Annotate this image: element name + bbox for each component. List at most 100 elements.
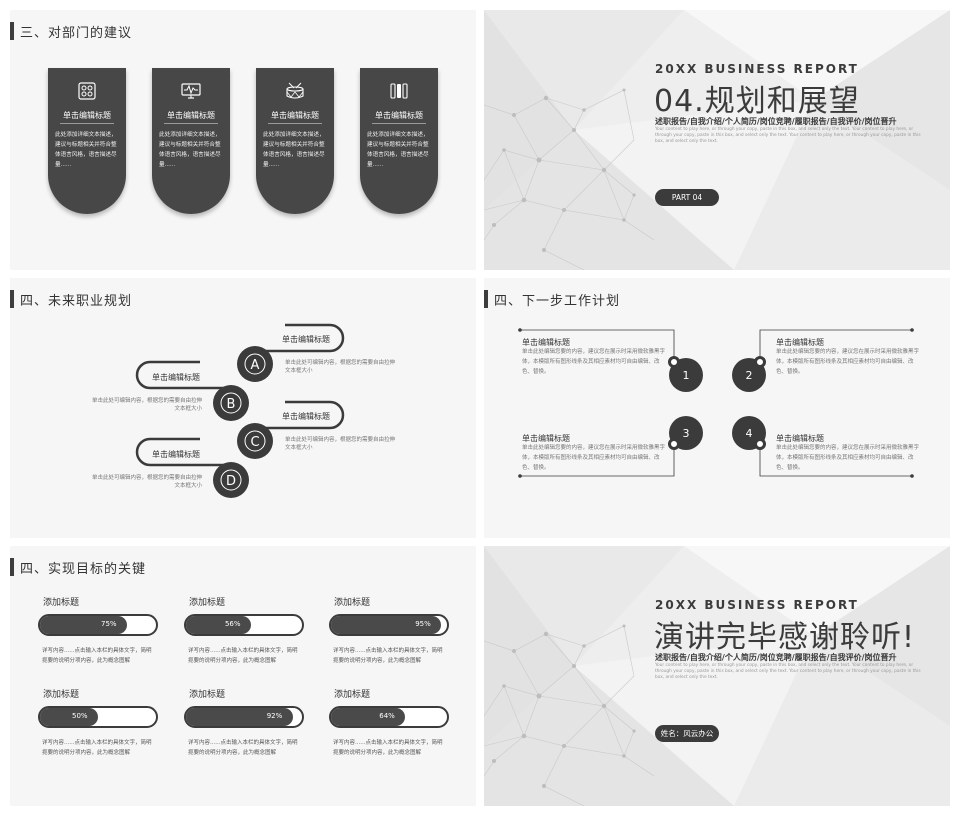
kpi-title: 添加标题 bbox=[189, 598, 226, 608]
kpi-title: 添加标题 bbox=[43, 690, 80, 700]
kpi-block: 添加标题 56% 详写内容......点击输入本栏的具体文字，简明扼要的说明分项… bbox=[184, 595, 304, 666]
suggestion-card[interactable]: 单击编辑标题 此处添加详细文本描述，建议与标题相关并符合整体语言风格，语言描述尽… bbox=[256, 68, 334, 214]
card-divider bbox=[268, 123, 322, 124]
slide-title-text: 四、未来职业规划 bbox=[20, 293, 133, 309]
plan-text: 单击此处编辑您要的内容，建议您在展示时采用微软雅黑字体，本模版所有图形线条及其相… bbox=[522, 445, 666, 471]
kpi-title: 添加标题 bbox=[334, 690, 371, 700]
slide-department-suggestions[interactable]: 三、对部门的建议 单击编辑标题 此处添加详细文本描述，建议与标题相关并符合整体语… bbox=[10, 10, 476, 270]
kpi-description: 详写内容......点击输入本栏的具体文字，简明扼要的说明分项内容，此为概念图解 bbox=[188, 648, 298, 664]
milestone-text: 单击此处可编辑内容，根据您的需要自由拉伸 文本框大小 bbox=[285, 436, 395, 452]
milestone-text-line: 单击此处可编辑内容，根据您的需要自由拉伸 bbox=[91, 398, 202, 404]
milestone-title: 单击编辑标题 bbox=[152, 373, 200, 382]
milestone-text: 单击此处可编辑内容，根据您的需要自由拉伸 文本框大小 bbox=[285, 359, 395, 375]
kpi-block: 添加标题 95% 详写内容......点击输入本栏的具体文字，简明扼要的说明分项… bbox=[329, 595, 449, 666]
milestone-letter: B bbox=[227, 397, 236, 412]
slide-title-text: 三、对部门的建议 bbox=[20, 25, 133, 41]
slide-section-cover-04[interactable]: 20XX BUSINESS REPORT 04.规划和展望 述职报告/自我介绍/… bbox=[484, 10, 950, 270]
card-title: 单击编辑标题 bbox=[271, 111, 319, 120]
kpi-description: 详写内容......点击输入本栏的具体文字，简明扼要的说明分项内容，此为概念图解 bbox=[42, 648, 152, 664]
slide-title-text: 四、实现目标的关键 bbox=[20, 561, 147, 577]
plan-title: 单击编辑标题 bbox=[522, 338, 570, 347]
slide-career-plan[interactable]: 四、未来职业规划 A B C D 单击编辑标题 单击此处可编辑内容，根据您的需要… bbox=[10, 278, 476, 538]
part-badge[interactable]: PART 04 bbox=[655, 189, 719, 206]
progress-track[interactable]: 64% bbox=[329, 706, 449, 728]
presenter-name-badge[interactable]: 姓名：风云办公 bbox=[655, 725, 719, 742]
progress-value: 50% bbox=[72, 712, 88, 720]
milestone-text-line: 文本框大小 bbox=[285, 445, 313, 451]
progress-value: 95% bbox=[415, 620, 431, 628]
connector-knob bbox=[668, 356, 680, 368]
progress-fill bbox=[186, 616, 251, 634]
slide-title: 四、实现目标的关键 bbox=[10, 558, 147, 577]
milestone-text-line: 文本框大小 bbox=[174, 483, 202, 489]
progress-track[interactable]: 95% bbox=[329, 614, 449, 636]
slide-title: 三、对部门的建议 bbox=[10, 22, 133, 41]
section-subtitle: 述职报告/自我介绍/个人简历/岗位竞聘/履职报告/自我评价/岗位晋升 bbox=[655, 117, 897, 126]
placeholder-english-text: Your content to play here, or through yo… bbox=[655, 663, 921, 680]
columns-icon bbox=[390, 83, 408, 99]
progress-value: 64% bbox=[379, 712, 395, 720]
career-timeline-graphic: A B C D bbox=[135, 323, 345, 498]
card-title: 单击编辑标题 bbox=[63, 111, 111, 120]
milestone-text-line: 单击此处可编辑内容，根据您的需要自由拉伸 bbox=[91, 475, 202, 481]
closing-subtitle: 述职报告/自我介绍/个人简历/岗位竞聘/履职报告/自我评价/岗位晋升 bbox=[655, 653, 897, 662]
title-accent-bar bbox=[10, 558, 14, 576]
progress-fill bbox=[331, 616, 442, 634]
milestone-title: 单击编辑标题 bbox=[282, 335, 330, 344]
slide-goal-keys[interactable]: 四、实现目标的关键 添加标题 75% 详写内容......点击输入本栏的具体文字… bbox=[10, 546, 476, 806]
slide-next-work-plan[interactable]: 四、下一步工作计划 单击编辑标题 单击此处编辑您要的内容，建议您在展示时采用微软… bbox=[484, 278, 950, 538]
progress-track[interactable]: 50% bbox=[38, 706, 158, 728]
milestone-title: 单击编辑标题 bbox=[152, 450, 200, 459]
kpi-title: 添加标题 bbox=[43, 598, 80, 608]
progress-value: 75% bbox=[101, 620, 117, 628]
milestone-text-line: 单击此处可编辑内容，根据您的需要自由拉伸 bbox=[285, 437, 396, 443]
milestone-text-line: 文本框大小 bbox=[174, 406, 202, 412]
milestone-title: 单击编辑标题 bbox=[282, 412, 330, 421]
milestone-text: 单击此处可编辑内容，根据您的需要自由拉伸 文本框大小 bbox=[84, 397, 202, 413]
suggestion-card[interactable]: 单击编辑标题 此处添加详细文本描述，建议与标题相关并符合整体语言风格，语言描述尽… bbox=[360, 68, 438, 214]
slide-title-text: 四、下一步工作计划 bbox=[494, 293, 621, 309]
milestone-text-line: 文本框大小 bbox=[285, 368, 313, 374]
title-accent-bar bbox=[484, 290, 488, 308]
card-description: 此处添加详细文本描述，建议与标题相关并符合整体语言风格，语言描述尽量...... bbox=[159, 132, 221, 168]
card-description: 此处添加详细文本描述，建议与标题相关并符合整体语言风格，语言描述尽量...... bbox=[55, 132, 117, 168]
plan-title: 单击编辑标题 bbox=[776, 338, 824, 347]
milestone-text: 单击此处可编辑内容，根据您的需要自由拉伸 文本框大小 bbox=[84, 474, 202, 490]
plan-title: 单击编辑标题 bbox=[522, 434, 570, 443]
grid-squares-icon bbox=[78, 82, 96, 100]
card-title: 单击编辑标题 bbox=[167, 111, 215, 120]
kpi-description: 详写内容......点击输入本栏的具体文字，简明扼要的说明分项内容，此为概念图解 bbox=[188, 740, 298, 756]
suggestion-card[interactable]: 单击编辑标题 此处添加详细文本描述，建议与标题相关并符合整体语言风格，语言描述尽… bbox=[48, 68, 126, 214]
connector-knob bbox=[668, 438, 680, 450]
card-description: 此处添加详细文本描述，建议与标题相关并符合整体语言风格，语言描述尽量...... bbox=[367, 132, 429, 168]
card-description: 此处添加详细文本描述，建议与标题相关并符合整体语言风格，语言描述尽量...... bbox=[263, 132, 325, 168]
report-eyebrow: 20XX BUSINESS REPORT bbox=[655, 62, 859, 76]
drum-icon bbox=[286, 82, 304, 99]
connector-knob bbox=[754, 438, 766, 450]
low-poly-network-background bbox=[484, 546, 950, 806]
progress-track[interactable]: 56% bbox=[184, 614, 304, 636]
kpi-description: 详写内容......点击输入本栏的具体文字，简明扼要的说明分项内容，此为概念图解 bbox=[333, 740, 443, 756]
progress-track[interactable]: 92% bbox=[184, 706, 304, 728]
kpi-title: 添加标题 bbox=[189, 690, 226, 700]
connector-knob bbox=[754, 356, 766, 368]
plan-text: 单击此处编辑您要的内容，建议您在展示时采用微软雅黑字体，本模版所有图形线条及其相… bbox=[776, 445, 920, 471]
kpi-description: 详写内容......点击输入本栏的具体文字，简明扼要的说明分项内容，此为概念图解 bbox=[42, 740, 152, 756]
progress-fill bbox=[186, 708, 293, 726]
card-title: 单击编辑标题 bbox=[375, 111, 423, 120]
title-accent-bar bbox=[10, 22, 14, 40]
progress-fill bbox=[40, 616, 127, 634]
title-accent-bar bbox=[10, 290, 14, 308]
slide-title: 四、下一步工作计划 bbox=[484, 290, 621, 309]
milestone-letter: D bbox=[226, 474, 236, 489]
report-eyebrow: 20XX BUSINESS REPORT bbox=[655, 598, 859, 612]
plan-title: 单击编辑标题 bbox=[776, 434, 824, 443]
kpi-block: 添加标题 92% 详写内容......点击输入本栏的具体文字，简明扼要的说明分项… bbox=[184, 687, 304, 758]
progress-value: 56% bbox=[224, 620, 241, 628]
low-poly-network-background bbox=[484, 10, 950, 270]
slide-thank-you[interactable]: 20XX BUSINESS REPORT 演讲完毕感谢聆听! 述职报告/自我介绍… bbox=[484, 546, 950, 806]
progress-track[interactable]: 75% bbox=[38, 614, 158, 636]
card-divider bbox=[164, 123, 218, 124]
suggestion-card[interactable]: 单击编辑标题 此处添加详细文本描述，建议与标题相关并符合整体语言风格，语言描述尽… bbox=[152, 68, 230, 214]
kpi-description: 详写内容......点击输入本栏的具体文字，简明扼要的说明分项内容，此为概念图解 bbox=[333, 648, 443, 664]
